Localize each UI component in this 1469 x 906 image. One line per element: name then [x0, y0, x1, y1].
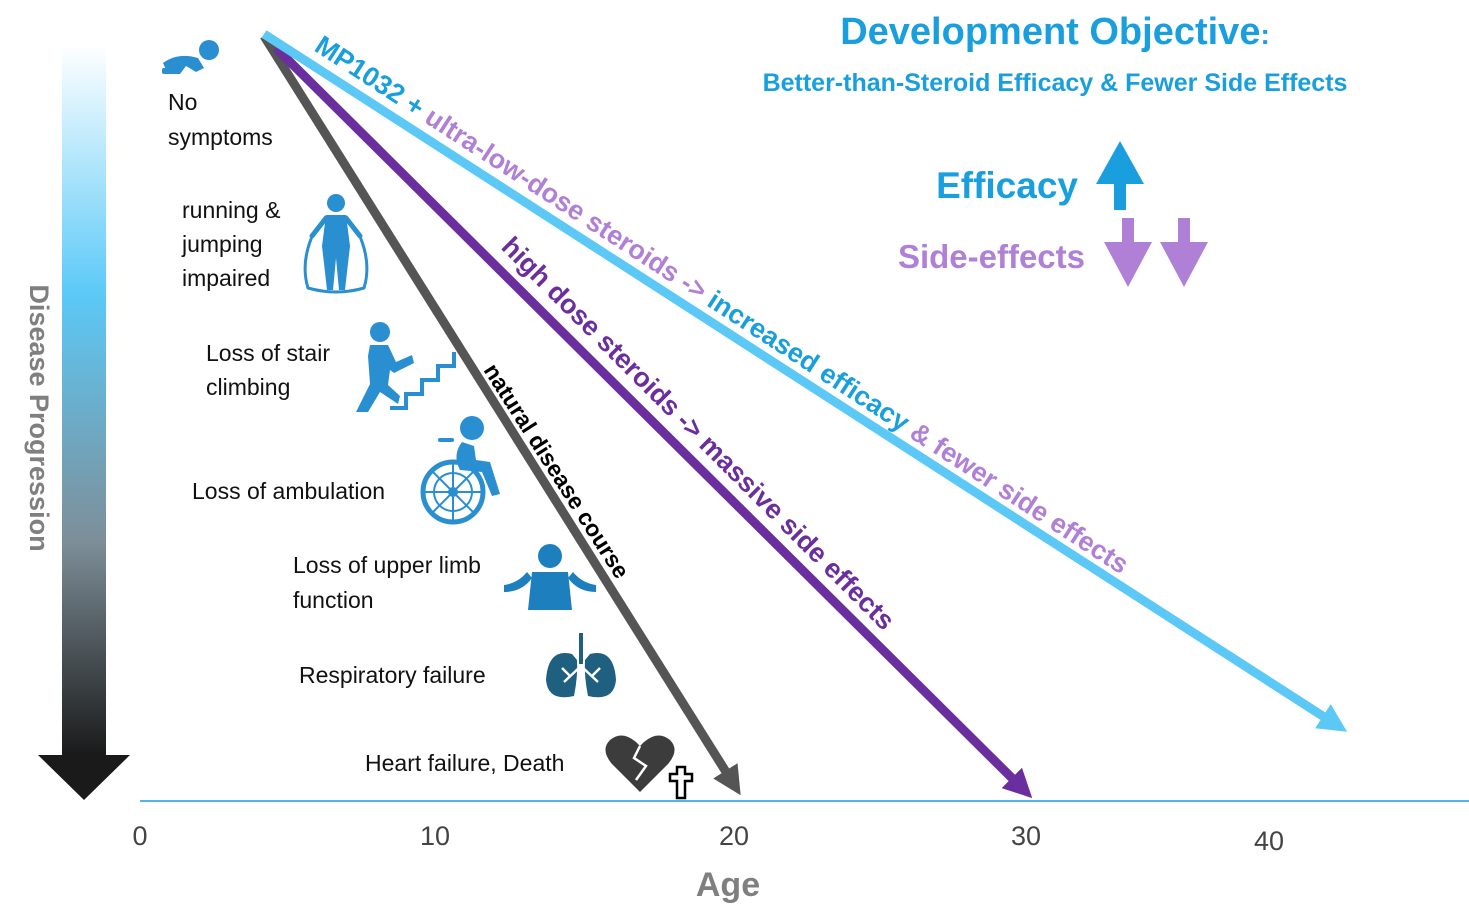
stage-label-upper-limb: Loss of upper limb function	[293, 552, 487, 613]
natural-course-arrow	[260, 33, 741, 796]
stage-label-line: running &	[182, 197, 280, 223]
stage-label-no-symptoms: No symptoms	[168, 89, 273, 150]
broken-heart-icon	[605, 735, 675, 792]
stage-label-line: Loss of stair	[206, 340, 330, 366]
crawling-baby-icon	[162, 40, 219, 74]
stage-label-line: jumping	[181, 231, 263, 257]
x-axis-ticks: 0 10 20 30 40	[132, 821, 1284, 856]
lungs-icon	[546, 633, 616, 698]
x-tick-0: 0	[132, 821, 147, 851]
stage-label-line: Loss of upper limb	[293, 552, 481, 578]
x-tick-30: 30	[1011, 821, 1041, 851]
stage-label-line: climbing	[206, 374, 290, 400]
stage-label-line: Respiratory failure	[299, 662, 486, 688]
side-effects-label: Side-effects	[898, 238, 1085, 275]
stage-label-line: function	[293, 587, 374, 613]
efficacy-up-arrow-icon	[1096, 141, 1144, 210]
mp1032-label-part: increased efficacy	[702, 285, 921, 442]
high-dose-steroids-arrow	[272, 44, 1033, 799]
jump-rope-icon	[303, 194, 369, 294]
stage-label-line: No	[168, 89, 197, 115]
efficacy-label: Efficacy	[936, 165, 1078, 206]
stage-label-line: symptoms	[168, 124, 273, 150]
stage-label-running-jumping: running & jumping impaired	[181, 197, 287, 291]
stage-label-stair-climbing: Loss of stair climbing	[206, 340, 336, 400]
y-axis-label: Disease Progression	[24, 284, 54, 551]
x-tick-10: 10	[420, 821, 450, 851]
wheelchair-icon	[420, 416, 500, 525]
objective-subtitle: Better-than-Steroid Efficacy & Fewer Sid…	[763, 69, 1348, 97]
objective-title: Development Objective:	[840, 11, 1270, 53]
grave-cross-icon	[668, 765, 694, 800]
side-effects-down-arrow-icon	[1160, 218, 1208, 287]
mp1032-label-part: ultra-low-dose steroids ->	[420, 101, 719, 310]
stage-label-ambulation: Loss of ambulation	[192, 478, 385, 504]
mp1032-arrow	[261, 30, 1348, 732]
upper-limb-icon	[504, 544, 596, 610]
stage-label-heart-failure: Heart failure, Death	[365, 750, 564, 776]
objective-title-colon: :	[1260, 19, 1269, 50]
x-axis-label: Age	[696, 866, 760, 904]
side-effects-down-arrow-icon	[1104, 218, 1152, 287]
stage-label-line: impaired	[182, 265, 270, 291]
stage-label-line: Heart failure, Death	[365, 750, 564, 776]
x-tick-40: 40	[1254, 826, 1284, 856]
stage-label-respiratory: Respiratory failure	[299, 662, 486, 688]
stage-label-line: Loss of ambulation	[192, 478, 385, 504]
stair-climbing-icon	[356, 322, 456, 412]
mp1032-label-part: fewer side effects	[928, 431, 1134, 580]
disease-progression-arrow	[38, 45, 130, 800]
x-tick-20: 20	[719, 821, 749, 851]
objective-title-text: Development Objective	[840, 11, 1260, 53]
